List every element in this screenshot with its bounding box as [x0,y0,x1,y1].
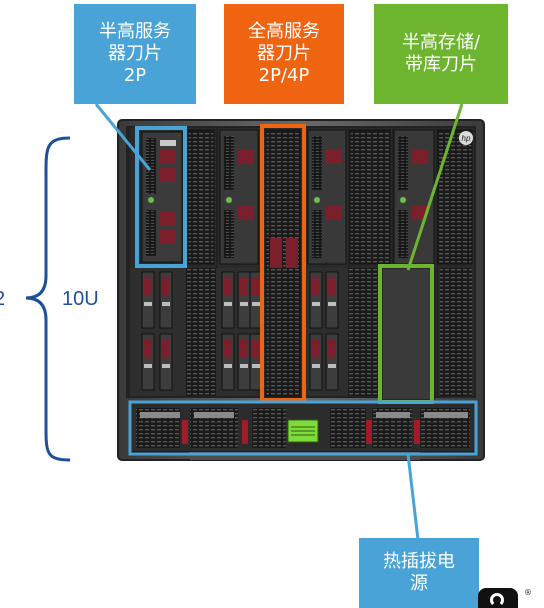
half-height-server-blade [141,131,183,263]
callout-line: 带库刀片 [405,54,477,75]
callout-half-height-storage: 半高存储/ 带库刀片 [374,4,508,104]
callout-line: 半高存储/ [401,32,481,53]
callout-full-height-server: 全高服务 器刀片 2P/4P [224,4,344,104]
callout-hot-plug-power: 热插拔电 源 [359,538,479,608]
callout-line: 2P/4P [258,65,310,86]
callout-half-height-server: 半高服务 器刀片 2P [74,4,196,104]
svg-text:hp: hp [462,134,471,143]
partial-logo-icon [478,588,518,608]
callout-line: 半高服务 [99,21,171,42]
callout-line: 源 [410,573,428,594]
callout-line: 器刀片 [108,43,162,64]
callout-line: 热插拔电 [383,551,455,572]
callout-line: 2P [123,65,147,86]
registered-mark: ® [524,588,532,597]
height-label: 10U [62,288,99,310]
storage-blade [381,267,435,401]
callout-line: 器刀片 [257,43,311,64]
hp-logo-icon: hp [459,131,473,145]
callout-line: 全高服务 [248,21,320,42]
cut-off-text: 2 [0,288,5,311]
